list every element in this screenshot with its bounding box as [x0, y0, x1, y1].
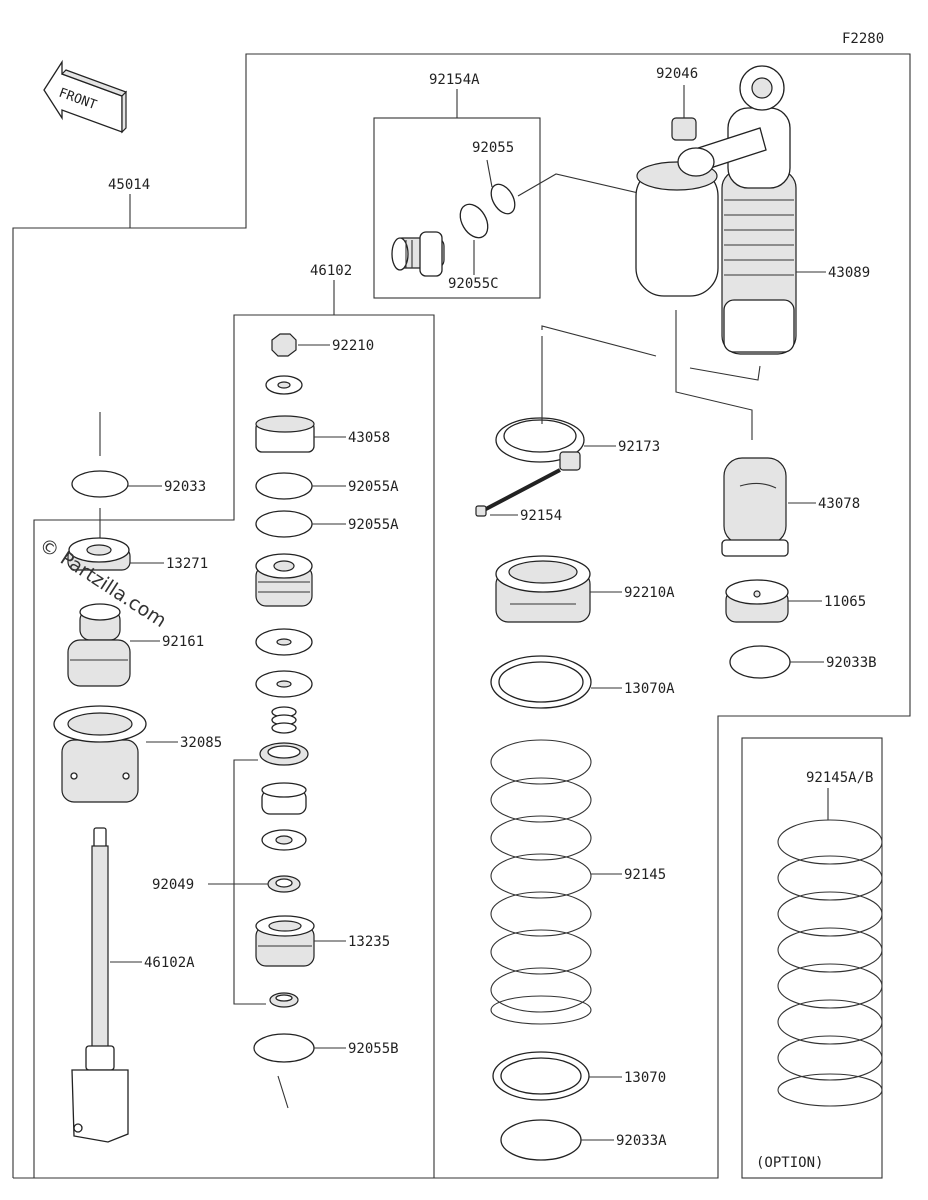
label-92145AB: 92145A/B [806, 770, 873, 786]
label-92049: 92049 [152, 877, 194, 893]
figure-id: F2280 [842, 31, 884, 47]
label-92055: 92055 [472, 140, 514, 156]
front-arrow-icon: FRONT [43, 59, 128, 134]
label-92145: 92145 [624, 867, 666, 883]
label-11065: 11065 [824, 594, 866, 610]
piston-head [255, 553, 313, 607]
nut-92210 [271, 333, 297, 357]
o-ring-92055C [459, 203, 489, 239]
valve-body [391, 231, 445, 277]
option-spring-92145AB [777, 819, 883, 1107]
piston-11065 [725, 579, 789, 623]
small-spring [271, 706, 297, 734]
reservoir-cap-43078 [721, 457, 789, 557]
label-92210: 92210 [332, 338, 374, 354]
circlip-92033A [500, 1119, 582, 1161]
valve-group-box [373, 117, 541, 299]
rod-46102A [71, 827, 129, 1143]
seat-ring [259, 742, 309, 766]
label-43078: 43078 [818, 496, 860, 512]
label-13271: 13271 [166, 556, 208, 572]
bushing-92046 [671, 117, 697, 141]
label-92055C: 92055C [448, 276, 499, 292]
label-13070A: 13070A [624, 681, 675, 697]
shock-body-43089 [635, 65, 797, 355]
o-ring-92055A-lower [255, 510, 313, 538]
label-13070: 13070 [624, 1070, 666, 1086]
option-box [741, 737, 883, 1179]
label-92210A: 92210A [624, 585, 675, 601]
housing-32085 [53, 705, 147, 803]
label-92033B: 92033B [826, 655, 877, 671]
label-92033: 92033 [164, 479, 206, 495]
label-92154: 92154 [520, 508, 562, 524]
label-92154A: 92154A [429, 72, 480, 88]
nut-92210A [495, 555, 591, 623]
label-46102: 46102 [310, 263, 352, 279]
label-92161: 92161 [162, 634, 204, 650]
circlip-92033B [729, 645, 791, 679]
label-92046: 92046 [656, 66, 698, 82]
valve-stack-box-46102 [33, 314, 435, 1178]
label-92033A: 92033A [616, 1133, 667, 1149]
label-45014: 45014 [108, 177, 150, 193]
clamp-92173 [495, 417, 585, 471]
bearing-13235 [255, 915, 315, 967]
spring-92145 [490, 739, 592, 1025]
circlip-92033 [71, 470, 129, 498]
label-46102A: 46102A [144, 955, 195, 971]
o-ring-92055 [490, 183, 516, 215]
label-92055B: 92055B [348, 1041, 399, 1057]
label-43058: 43058 [348, 430, 390, 446]
cap-13271 [67, 537, 131, 571]
label-43089: 43089 [828, 265, 870, 281]
o-ring-92055B [253, 1033, 315, 1063]
option-label: (OPTION) [756, 1155, 823, 1171]
assembly-outline-45014 [12, 53, 911, 1179]
o-ring-92055A-upper [255, 472, 313, 500]
label-92173: 92173 [618, 439, 660, 455]
collar-43058 [255, 415, 315, 453]
label-92055A-upper: 92055A [348, 479, 399, 495]
bolt-92154 [475, 468, 561, 517]
label-13235: 13235 [348, 934, 390, 950]
label-32085: 32085 [180, 735, 222, 751]
bump-stop-92161 [67, 603, 131, 687]
label-92055A-lower: 92055A [348, 517, 399, 533]
